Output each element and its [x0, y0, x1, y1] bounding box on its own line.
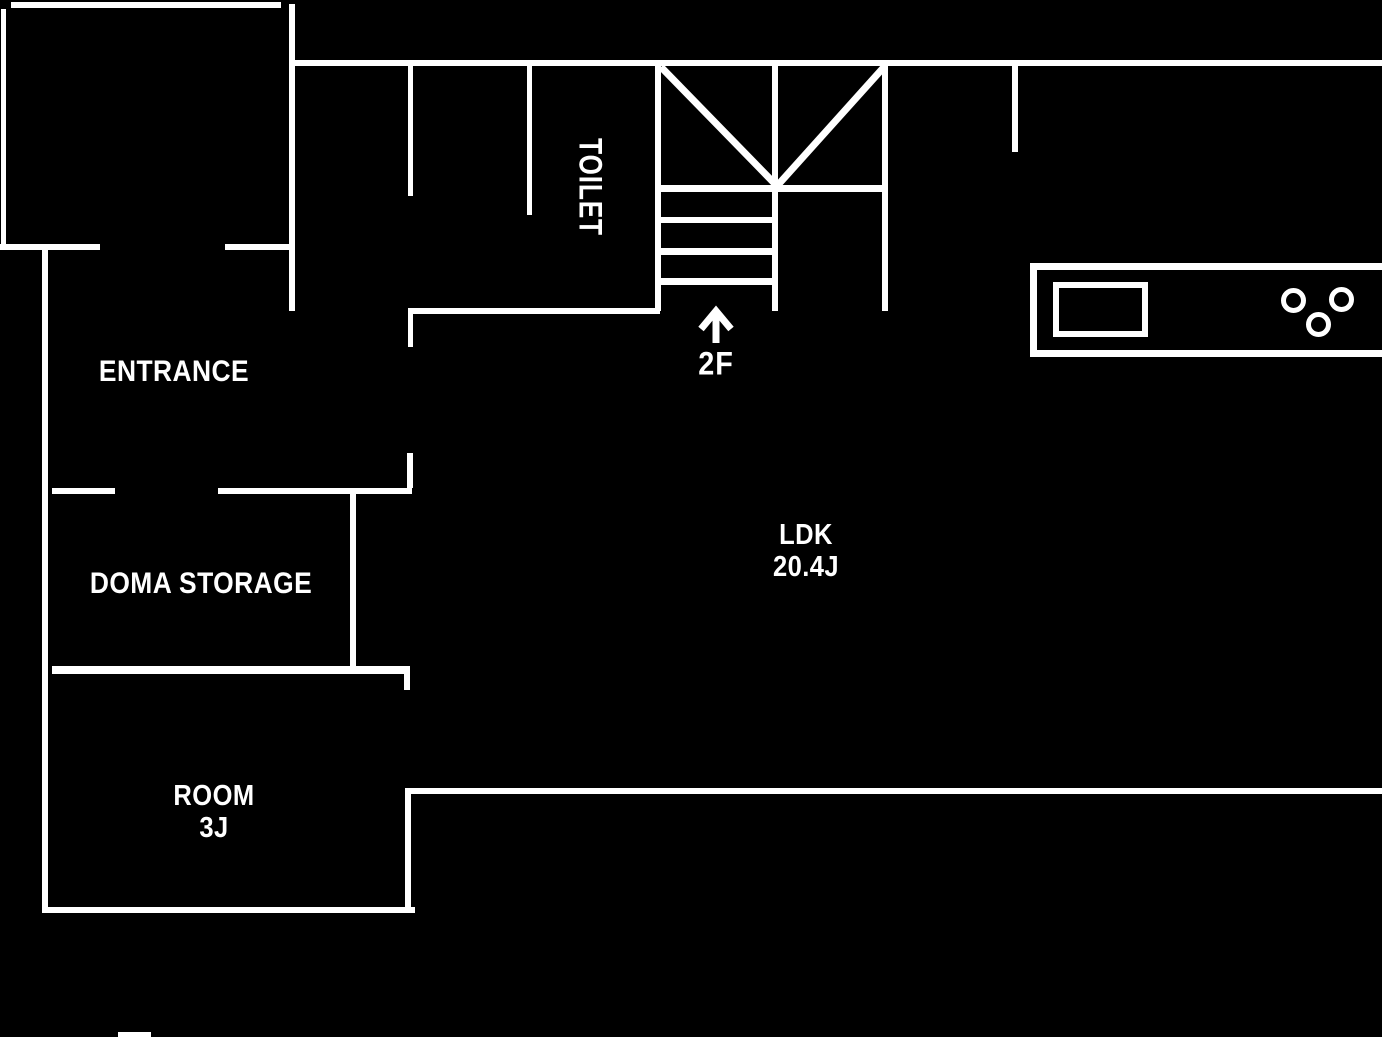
- wall: [1012, 66, 1018, 152]
- room-label: ROOM 3J: [173, 780, 254, 844]
- room-area: 3J: [199, 812, 229, 844]
- wall: [289, 4, 295, 311]
- wall: [527, 66, 532, 215]
- stair-tread: [657, 185, 886, 192]
- stair-tread: [657, 248, 775, 255]
- wall: [11, 2, 281, 8]
- wall: [404, 666, 410, 690]
- burner-ring-icon: [1329, 287, 1354, 312]
- wall: [0, 244, 100, 250]
- ldk-name: LDK: [779, 519, 833, 551]
- up-arrow-icon: [698, 305, 734, 343]
- wall: [350, 494, 356, 668]
- wall: [47, 907, 415, 913]
- wall: [1, 9, 6, 250]
- wall: [52, 666, 410, 674]
- wall: [294, 60, 1382, 66]
- wall: [42, 248, 48, 913]
- ldk-label: LDK 20.4J: [773, 519, 839, 583]
- entrance-label: ENTRANCE: [98, 355, 250, 388]
- wall: [408, 314, 413, 347]
- wall: [407, 453, 413, 488]
- room-name: ROOM: [173, 780, 255, 812]
- stairs-destination-label: 2F: [698, 345, 734, 382]
- wall: [218, 488, 412, 494]
- stair-tread: [657, 217, 775, 223]
- stair-flight-lines: [658, 64, 887, 189]
- wall: [52, 488, 115, 494]
- toilet-label: TOILET: [572, 138, 609, 236]
- stove: [1053, 282, 1148, 337]
- stair-tread: [657, 278, 775, 285]
- wall: [225, 244, 290, 250]
- burner-ring-icon: [1281, 288, 1306, 313]
- wall: [408, 66, 413, 196]
- doma-storage-label: DOMA STORAGE: [89, 567, 313, 600]
- burner-ring-icon: [1306, 312, 1331, 337]
- cut-mark: [118, 1032, 151, 1037]
- wall: [405, 788, 1382, 794]
- wall: [408, 308, 660, 314]
- ldk-area: 20.4J: [772, 551, 840, 583]
- wall: [405, 794, 411, 913]
